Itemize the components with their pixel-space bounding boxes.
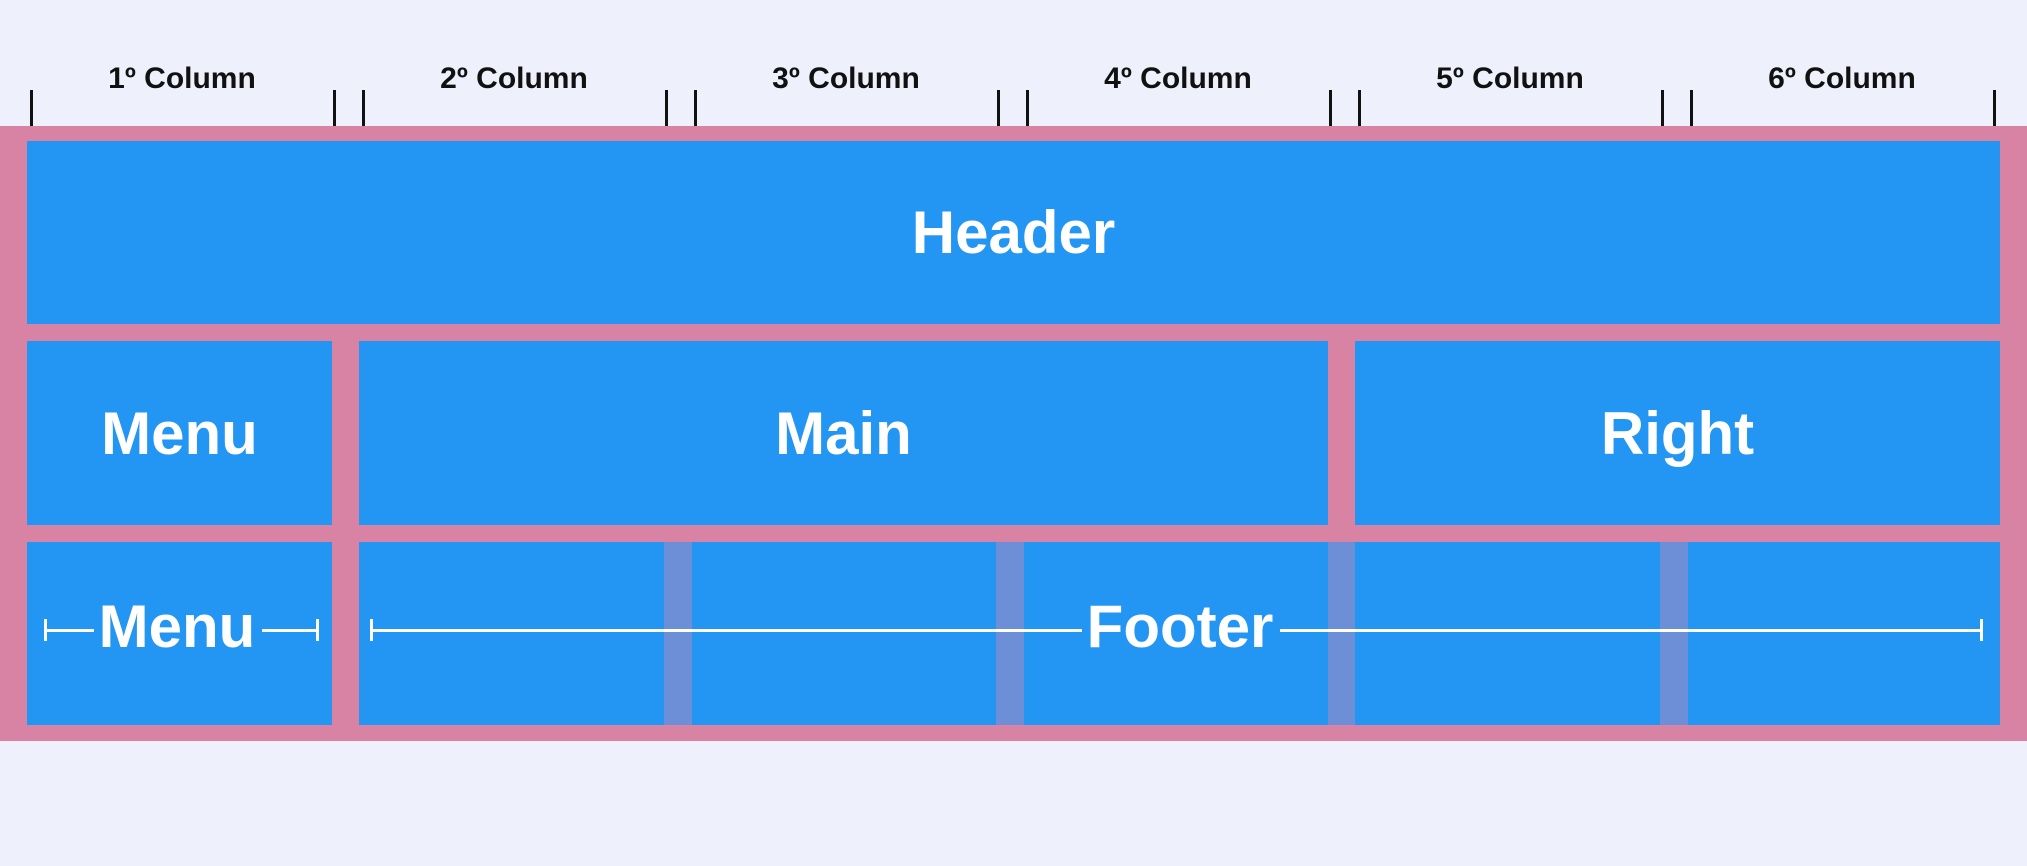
- menu-area: Menu: [27, 341, 332, 525]
- footer-menu-span-line-left: [44, 629, 94, 632]
- footer-gutter-3: [1328, 542, 1356, 725]
- header-label: Header: [911, 199, 1116, 266]
- column-label-2: 2º Column: [440, 62, 588, 95]
- column-marker-3: [694, 90, 1000, 126]
- footer-gutter-2: [996, 542, 1024, 725]
- footer-gutter-4: [1660, 542, 1688, 725]
- footer-area-segment-1: [359, 542, 664, 725]
- main-area: Main: [359, 341, 1328, 525]
- right-label: Right: [1600, 399, 1755, 467]
- footer-menu-span-end-tick: [316, 619, 319, 641]
- footer-gutter-1: [664, 542, 692, 725]
- footer-menu-span-line-right: [262, 629, 318, 632]
- footer-menu-label: Menu: [98, 593, 256, 660]
- column-marker-5: [1358, 90, 1664, 126]
- column-label-6: 6º Column: [1768, 62, 1916, 95]
- footer-area-segment-3: [1024, 542, 1328, 725]
- column-marker-4: [1026, 90, 1332, 126]
- main-label: Main: [775, 399, 912, 467]
- menu-label: Menu: [101, 399, 258, 467]
- right-area: Right: [1355, 341, 2000, 525]
- column-label-1: 1º Column: [108, 62, 256, 95]
- footer-area-segment-5: [1688, 542, 2000, 725]
- column-label-5: 5º Column: [1436, 62, 1584, 95]
- column-label-4: 4º Column: [1104, 62, 1252, 95]
- footer-area-segment-2: [692, 542, 996, 725]
- footer-area-segment-4: [1355, 542, 1660, 725]
- column-marker-1: [30, 90, 336, 126]
- header-area: Header: [27, 141, 2000, 324]
- footer-span-end-tick: [1980, 619, 1983, 641]
- column-marker-6: [1690, 90, 1996, 126]
- column-label-3: 3º Column: [772, 62, 920, 95]
- footer-label: Footer: [1086, 593, 1274, 660]
- footer-span-line-right: [1280, 629, 1982, 632]
- column-marker-2: [362, 90, 668, 126]
- footer-menu-area: [27, 542, 332, 725]
- column-ruler: 1º Column 2º Column 3º Column 4º Column …: [0, 0, 2027, 126]
- footer-span-line-left: [370, 629, 1082, 632]
